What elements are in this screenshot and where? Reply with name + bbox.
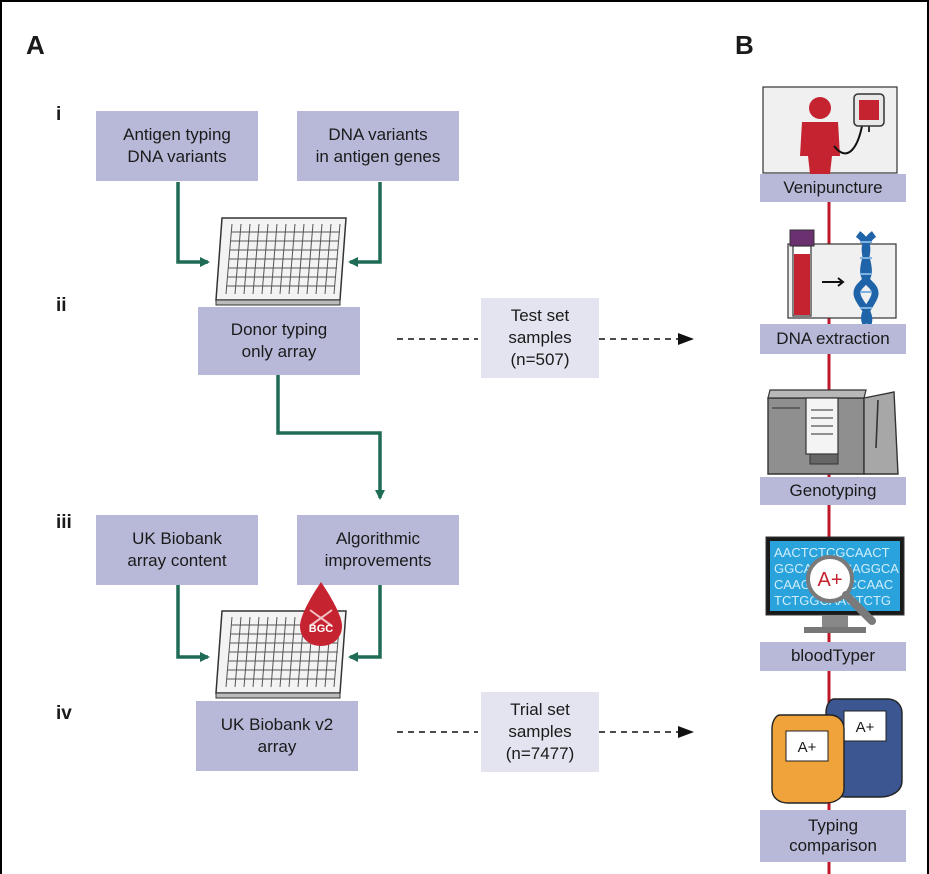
flow-arrows xyxy=(176,182,694,738)
test-set-samples-box: Test set samples (n=507) xyxy=(481,298,599,378)
arrow-antigen-to-array xyxy=(176,182,210,267)
step-i-label: i xyxy=(56,104,62,125)
venipuncture-label: Venipuncture xyxy=(760,174,906,202)
uk-biobank-v2-array-box: UK Biobank v2 array xyxy=(196,701,358,771)
panel-b-label: B xyxy=(735,30,754,60)
step-iv-label: iv xyxy=(56,703,72,724)
arrow-ukb-to-v2 xyxy=(176,583,210,662)
card-label-front: A+ xyxy=(798,739,817,756)
typing-comparison-label: Typing comparison xyxy=(760,810,906,862)
microarray-plate-icon xyxy=(215,217,347,306)
bgc-logo-text: BGC xyxy=(309,623,334,635)
arrow-algorithmic-to-v2 xyxy=(348,583,382,662)
arrow-variants-to-array xyxy=(348,182,382,267)
card-label-back: A+ xyxy=(856,719,875,736)
genotyping-label: Genotyping xyxy=(760,477,906,505)
bloodtyper-icon: AACTCTCGCAACT GGCAGGGCAGGCA CAAGCTCGCCAA… xyxy=(765,536,905,633)
genotyping-icon xyxy=(767,389,899,475)
panel-a-label: A xyxy=(26,30,45,60)
dna-extraction-icon xyxy=(787,229,897,324)
bloodtyper-result-text: A+ xyxy=(817,569,842,591)
algorithmic-improvements-box: Algorithmic improvements xyxy=(297,515,459,585)
dna-extraction-label: DNA extraction xyxy=(760,324,906,354)
bgc-logo-icon: BGC xyxy=(300,582,342,646)
bloodtyper-label: bloodTyper xyxy=(760,642,906,671)
uk-biobank-content-box: UK Biobank array content xyxy=(96,515,258,585)
step-ii-label: ii xyxy=(56,295,67,316)
dna-variants-box: DNA variants in antigen genes xyxy=(297,111,459,181)
donor-typing-array-box: Donor typing only array xyxy=(198,307,360,375)
dna-row-1: AACTCTCGCAACT xyxy=(774,545,890,560)
antigen-typing-box: Antigen typing DNA variants xyxy=(96,111,258,181)
typing-comparison-icon: A+ A+ xyxy=(771,698,903,804)
arrow-array-to-algorithmic xyxy=(276,355,385,500)
trial-set-samples-box: Trial set samples (n=7477) xyxy=(481,692,599,772)
venipuncture-icon xyxy=(762,86,898,174)
step-iii-label: iii xyxy=(56,512,72,533)
